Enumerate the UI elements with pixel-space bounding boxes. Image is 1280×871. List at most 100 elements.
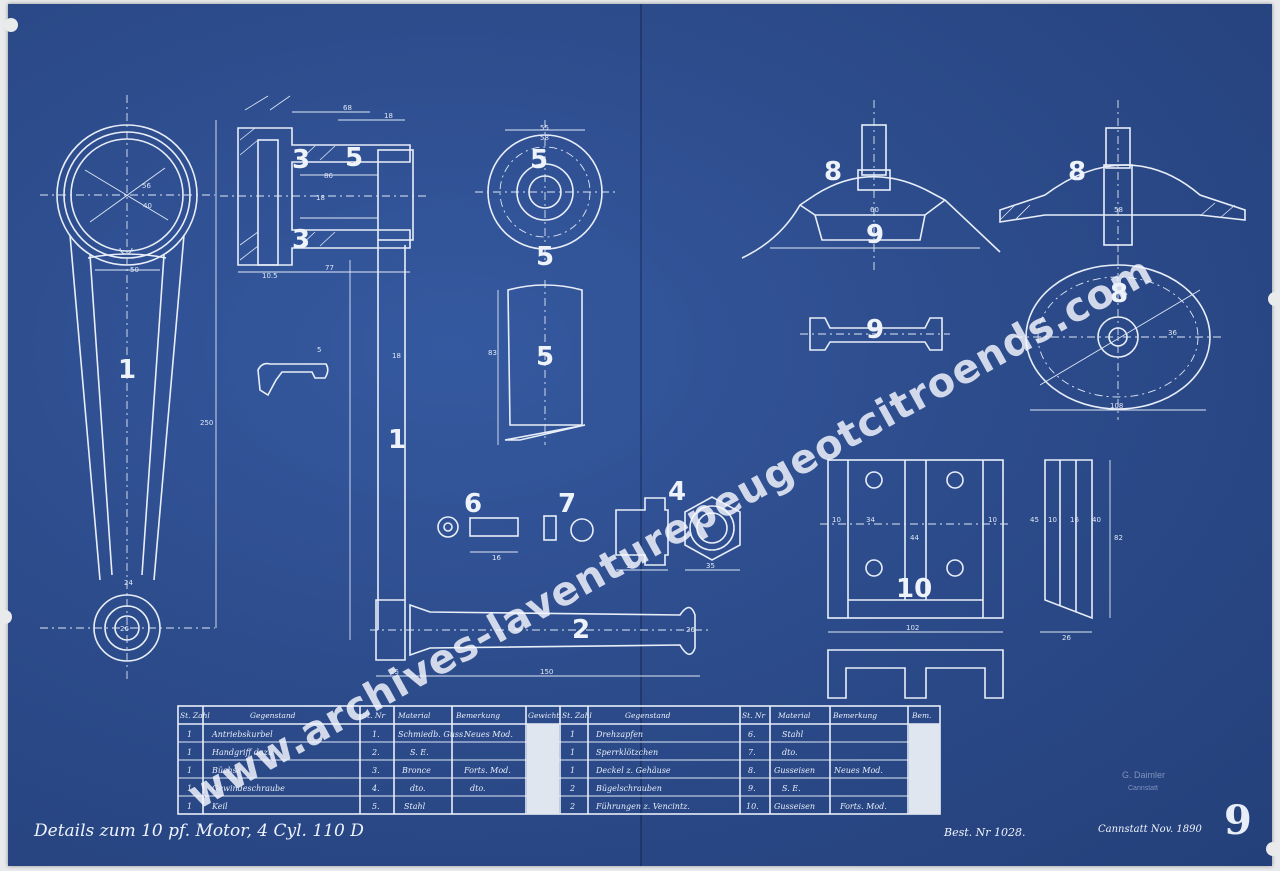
cell: Stahl [404,802,426,811]
dimension: 10.5 [262,272,278,280]
part-label: 3 [292,225,310,255]
watermark: www.archives-laventurepeugeotcitroends.c… [181,248,1161,819]
dimension: 83 [488,349,497,357]
cell: Forts. Mod. [463,766,511,775]
part-label: 9 [866,220,884,250]
cell: 7. [748,748,756,757]
cell: Bronce [401,766,431,775]
parts-table [177,705,941,815]
dimension: 58 [540,134,549,142]
dimension: 18 [392,352,401,360]
cell: Forts. Mod. [839,802,887,811]
dimension: 45 [1030,516,1039,524]
part-label: 5 [536,342,554,372]
dimension: 102 [906,624,919,632]
dimension: 40 [1092,516,1101,524]
dimension: 26 [1062,634,1071,642]
dimension: 16 [1070,516,1079,524]
cell: Deckel z. Gehäuse [595,766,671,775]
dimension: 44 [910,534,919,542]
table-header: Material [777,711,811,720]
bushing-views [475,120,615,445]
dimension: 77 [325,264,334,272]
cell: 2 [569,802,575,811]
dimension: 18 [384,112,393,120]
punch-hole [4,18,18,32]
fold-line [640,4,642,866]
stamp: G. Daimler [1122,770,1165,780]
guide-block [820,459,1111,699]
cell: Keil [211,802,228,811]
dimension: 55 [540,124,549,132]
table-header: St. Zahl [180,711,210,720]
cell: S. E. [782,784,801,793]
part-label: 5 [345,143,363,173]
table-header: Bem. [911,711,931,720]
cell: 1 [187,766,192,775]
cell: dto. [410,784,426,793]
cell: Bügelschrauben [595,784,662,793]
cell: dto. [782,748,798,757]
part-label: 2 [572,615,590,645]
cell: Neues Mod. [833,766,883,775]
punch-hole [1268,292,1280,306]
cell: Schmiedb. Guss. [398,730,466,739]
dimension: 36 [1168,329,1177,337]
dimension: 56 [142,182,151,190]
dimension: 16 [492,554,501,562]
blueprint-sheet [8,4,1272,866]
crank-handle [370,603,710,677]
cell: 2 [569,784,575,793]
table-header: Gegenstand [625,711,671,720]
bushing-section [220,95,430,661]
part-label: 9 [866,315,884,345]
dimension: 58 [1114,206,1123,214]
cell: 10. [746,802,759,811]
table-header: St. Nr [362,711,385,720]
parts-table-text: St. Zahl Gegenstand St. Nr Material Beme… [180,711,931,811]
part-label: 8 [824,157,842,187]
dimension: 150 [540,668,553,676]
part-label: 1 [118,355,136,385]
dimension: 68 [343,104,352,112]
stamp-sub: Cannstatt [1128,785,1158,792]
sheet-number: 9 [1224,797,1252,844]
punch-hole [0,610,12,624]
part-label: 8 [1110,279,1128,309]
part-label: 5 [536,242,554,272]
dimension: 25 [390,668,399,676]
part-labels: 1 1 2 3 3 4 5 5 5 5 6 7 8 8 8 9 9 10 [118,143,1128,645]
dimension: 40 [143,202,152,210]
cell: 1 [187,748,192,757]
dimension: 60 [870,206,879,214]
cell: Drehzapfen [595,730,643,739]
cell: Gewindeschraube [212,784,285,793]
cover-sections [741,100,1246,420]
dimension: 24 [124,579,133,587]
dimension: 5 [317,346,321,354]
cell: 9. [748,784,756,793]
dimension: 26 [686,626,695,634]
cell: 1 [187,784,192,793]
cell: 2. [371,748,380,757]
dimension-labels: 56 40 50 250 24 26 68 18 86 18 77 10.5 1… [120,104,1177,676]
part-label: 3 [292,145,310,175]
cell: S. E. [410,748,429,757]
dimension: 10 [1048,516,1057,524]
cell: 1. [372,730,380,739]
cell: Gusseisen [774,802,815,811]
cell: 1 [187,730,192,739]
part-label: 10 [896,574,932,604]
cell: 8. [748,766,756,775]
part-label: 7 [558,489,576,519]
place-date: Cannstatt Nov. 1890 [1098,824,1203,835]
dimension: 10 [626,562,635,570]
punch-hole [1266,842,1280,856]
part-label: 8 [1068,157,1086,187]
dimension: 18 [316,194,325,202]
key-profile [257,362,329,397]
cell: Antriebskurbel [211,730,273,739]
cell: 3. [372,766,380,775]
table-header: Gegenstand [250,711,296,720]
part-label: 1 [388,425,406,455]
